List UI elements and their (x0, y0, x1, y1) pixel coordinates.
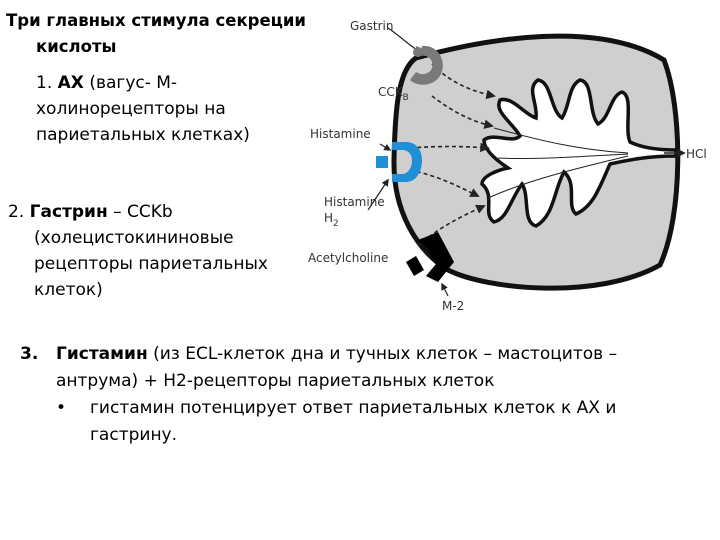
gastrin-ligand-icon (413, 47, 423, 57)
point-3-line-2: антрума) + Н2-рецепторы париетальных кле… (56, 371, 495, 391)
acetylcholine-label: Acetylcholine (308, 251, 388, 265)
gastrin-label: Gastrin (350, 19, 393, 33)
flow-line (493, 127, 629, 154)
gastrin-receptor-icon (410, 45, 443, 85)
heading-line-2: кислоты (36, 37, 117, 56)
m2-label: M-2 (442, 299, 464, 313)
point-1: 1. АХ (вагус- М- холинорецепторы на пари… (36, 72, 250, 150)
point-3-line-1-rest: (из ECL-клеток дна и тучных клеток – мас… (153, 344, 618, 364)
point-1-term: АХ (57, 73, 84, 93)
cckb-label: CCKB (378, 85, 409, 103)
parietal-cell-diagram: HCl Gastrin CCKB Histamine Histamine H2 … (308, 19, 707, 313)
point-2-number: 2. (8, 202, 25, 222)
point-3-bullet-text-1: гистамин потенцирует ответ париетальных … (90, 398, 617, 418)
flow-line (487, 155, 629, 199)
histamine-receptor-icon (392, 142, 422, 182)
histamine-ligand-icon (376, 156, 388, 168)
flow-line (497, 153, 629, 160)
point-2-line-1: 2. Гастрин – CCKb (8, 201, 268, 227)
point-3-term: Гистамин (56, 344, 148, 364)
point-2-line-2: (холецистокининовые (34, 228, 234, 248)
point-2-line-4: клеток) (34, 280, 103, 300)
point-1-line-3: париетальных клетках) (36, 125, 250, 145)
point-2-term: Гастрин (29, 202, 108, 222)
gastrin-signal-arrow (431, 63, 496, 100)
histamine-label: Histamine (310, 127, 371, 141)
histamine-pointer (379, 143, 392, 151)
ach-receptor-icon (418, 232, 454, 282)
point-1-number: 1. (36, 73, 53, 93)
h2-pointer (367, 178, 389, 211)
point-1-line-2: холинорецепторы на (36, 99, 226, 119)
point-1-line-1-rest: (вагус- М- (89, 73, 178, 93)
hcl-label: HCl (686, 147, 707, 161)
point-3-bullet-line-1: • гистамин потенцирует ответ париетальных… (20, 397, 617, 424)
point-3-line-1: 3. Гистамин (из ECL-клеток дна и тучных к… (20, 343, 617, 370)
point-1-line-1: 1. АХ (вагус- М- (36, 72, 250, 98)
point-2-line-1-rest: – CCKb (113, 202, 173, 222)
cckb-signal-arrow (431, 95, 494, 129)
ach-ligand-icon (406, 256, 424, 276)
m2-pointer (441, 282, 449, 297)
h2-label: H2 (324, 211, 339, 229)
bullet-icon: • (56, 398, 67, 418)
point-3-number: 3. (20, 344, 39, 364)
point-2: 2. Гастрин – CCKb (холецистокининовые ре… (8, 201, 268, 305)
histamine-h2-label: Histamine (324, 195, 385, 209)
point-2-line-3: рецепторы париетальных (34, 254, 268, 274)
point-3: 3. Гистамин (из ECL-клеток дна и тучных к… (20, 343, 617, 451)
heading-line-1: Три главных стимула секреции (6, 11, 306, 30)
point-3-bullet-line-2: гастрину. (90, 425, 178, 445)
